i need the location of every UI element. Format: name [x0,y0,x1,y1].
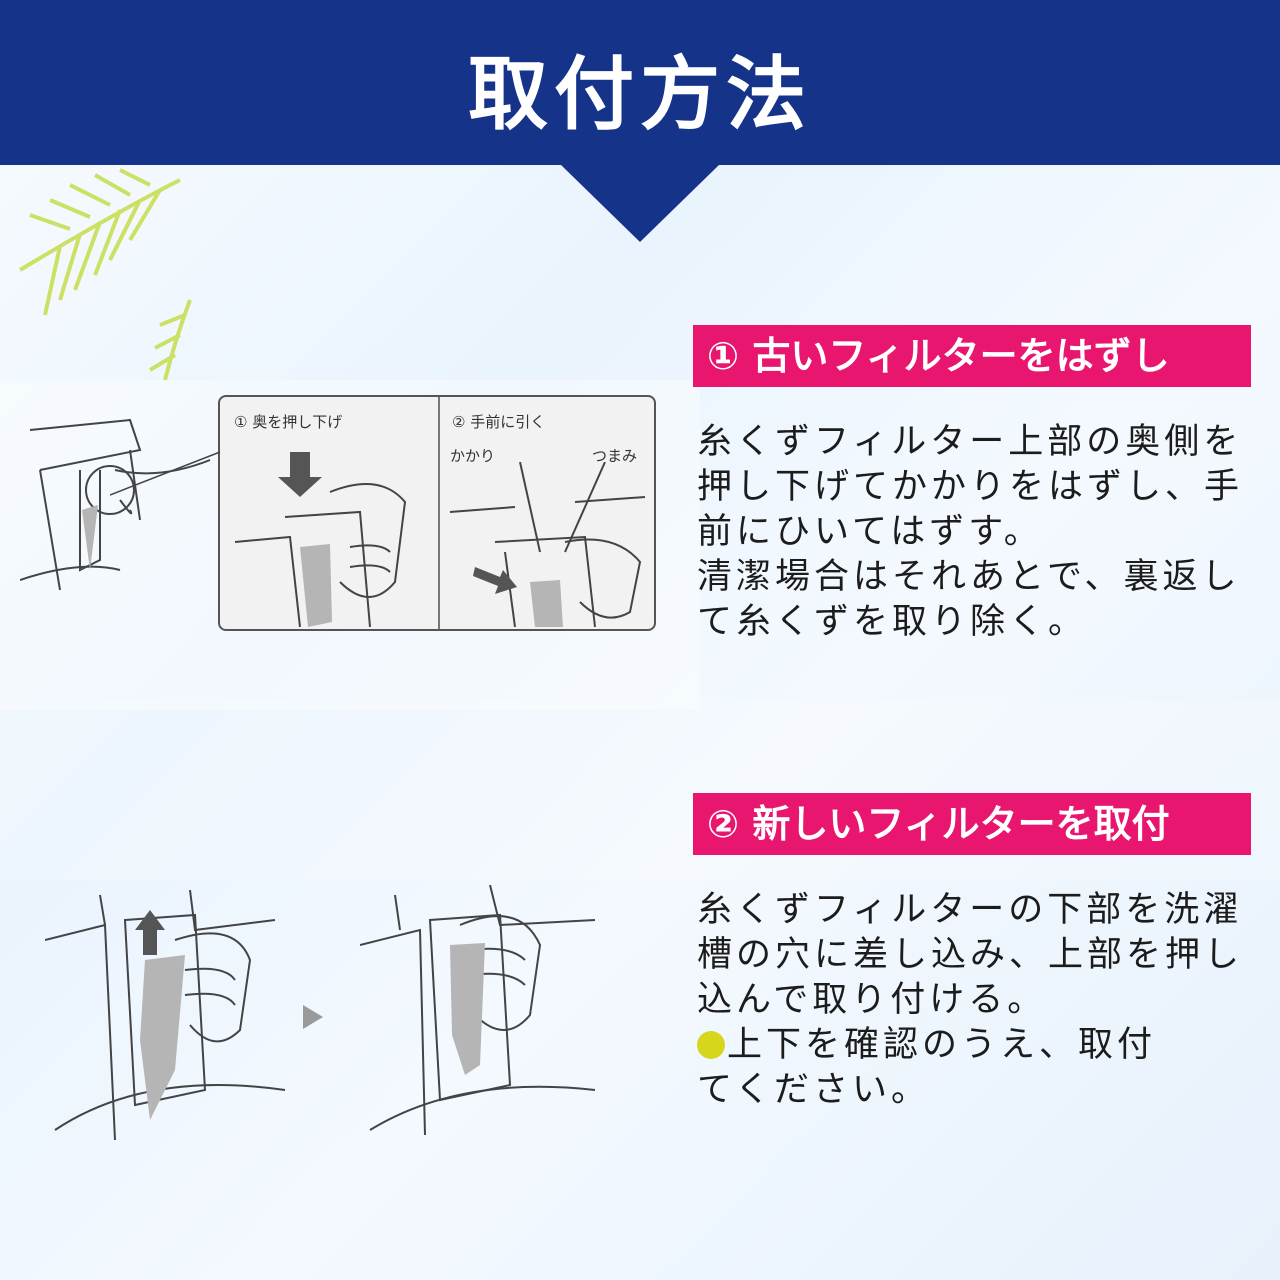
bullet-dot-icon [697,1031,725,1059]
step2-line: 込んで取り付ける。 [697,980,1047,1020]
panel-divider [438,397,440,629]
step1-line: て糸くずを取り除く。 [697,602,1088,642]
step2-instructions: 糸くずフィルターの下部を洗濯 槽の穴に差し込み、上部を押し 込んで取り付ける。 … [697,888,1257,1113]
step1-line: 押し下げてかかりをはずし、手 [697,467,1244,507]
header-banner: 取付方法 [0,0,1280,165]
palm-leaf-decoration [18,168,192,380]
pull-out-illustration [449,462,646,627]
washer-overview-illustration [20,418,211,591]
step1-instructions: 糸くずフィルター上部の奥側を 押し下げてかかりをはずし、手 前にひいてはずす。 … [697,420,1257,645]
panel-step-push-label: ① 奥を押し下げ [234,413,343,431]
step2-note-line: てください。 [697,1070,930,1110]
step1-line: 前にひいてはずす。 [697,512,1043,552]
step2-note-line: 上下を確認のうえ、取付 [727,1025,1157,1065]
step2-badge: ② 新しいフィルターを取付 [693,793,1251,855]
page-title: 取付方法 [468,48,812,141]
next-step-arrow-icon [303,1005,323,1029]
hook-label: かかり [450,447,496,465]
step1-badge: ① 古いフィルターをはずし [693,325,1251,387]
step1-line: 清潔場合はそれあとで、裏返し [697,557,1241,597]
panel-step-pull-label: ② 手前に引く [452,413,546,431]
push-down-illustration [234,452,407,627]
step1-line: 糸くずフィルター上部の奥側を [697,422,1243,462]
knob-label: つまみ [592,447,638,465]
header-pointer [560,164,720,242]
installed-filter-illustration [360,885,596,1135]
step1-detail-panel: ① 奥を押し下げ ② 手前に引く かかり つまみ [218,395,656,631]
step2-line: 糸くずフィルターの下部を洗濯 [697,890,1243,930]
callout-connector [110,451,221,496]
step2-note: 上下を確認のうえ、取付 [697,1023,1257,1068]
step2-line: 槽の穴に差し込み、上部を押し [697,935,1244,975]
insert-filter-illustration [45,890,286,1140]
